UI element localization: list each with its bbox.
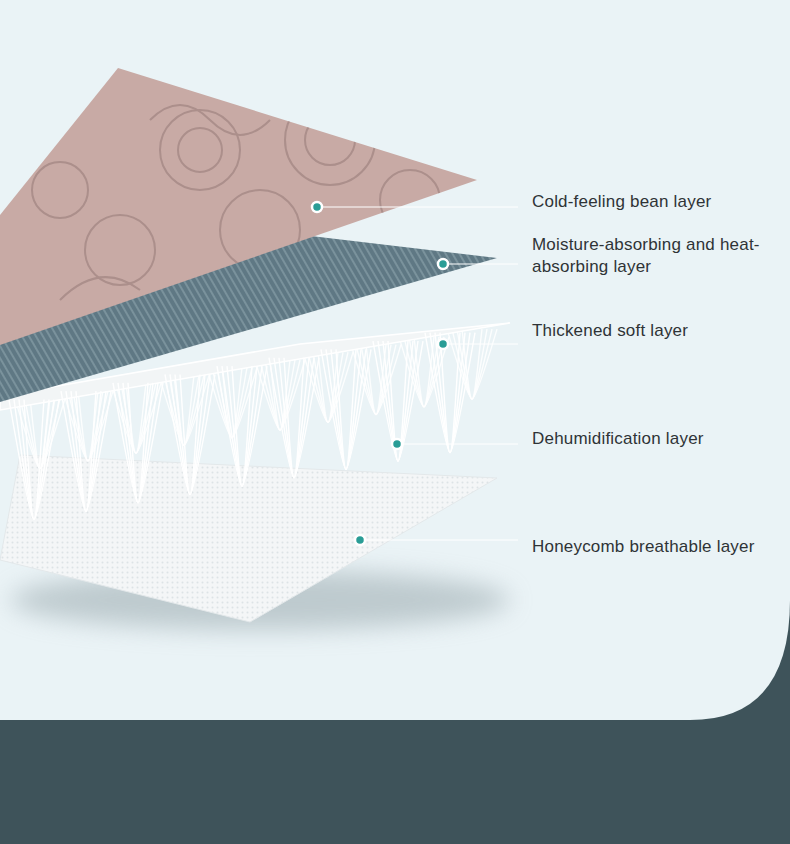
fiber-loop <box>440 333 460 453</box>
fiber-loop <box>128 383 148 503</box>
fiber-loop <box>331 349 361 469</box>
fiber-loop <box>447 329 497 399</box>
fiber-loop <box>113 383 163 503</box>
layer-label: Thickened soft layer <box>532 320 782 342</box>
fiber-loop <box>71 391 101 511</box>
fiber-loop <box>217 368 247 438</box>
fiber-loop <box>165 374 215 494</box>
honeycomb-base <box>0 455 497 622</box>
background-panel <box>0 0 790 720</box>
fiber-loop <box>217 366 267 486</box>
fiber-loop <box>175 374 205 494</box>
fiber-loop <box>336 349 356 469</box>
fiber-loop <box>76 391 96 511</box>
fiber-loop <box>123 383 153 503</box>
fiber-loop <box>227 366 257 486</box>
flower-pattern <box>32 80 450 300</box>
layer-label: Dehumidification layer <box>532 428 782 450</box>
leader-dots <box>312 202 448 545</box>
layer-label: Cold-feeling bean layer <box>532 191 782 213</box>
fiber-loop <box>388 341 408 461</box>
fiber-loop <box>222 368 242 438</box>
fiber-loop <box>19 400 49 520</box>
fiber-loop <box>435 333 465 453</box>
fiber-loop <box>279 358 309 478</box>
fiber-loop <box>284 358 304 478</box>
fiber-loop <box>61 391 111 511</box>
fiber-loop <box>321 349 371 469</box>
fiber-loop <box>269 358 319 478</box>
fiber-loop <box>232 366 252 486</box>
fiber-loop <box>373 341 423 461</box>
fiber-loop <box>383 341 413 461</box>
fiber-loop <box>9 400 59 520</box>
layer-label: Moisture-absorbing and heat-absorbing la… <box>532 234 772 278</box>
leader-lines <box>317 207 518 540</box>
fiber-loop <box>24 400 44 520</box>
layer-label: Honeycomb breathable layer <box>532 536 784 558</box>
fiber-loop <box>425 333 475 453</box>
fiber-loop <box>180 374 200 494</box>
